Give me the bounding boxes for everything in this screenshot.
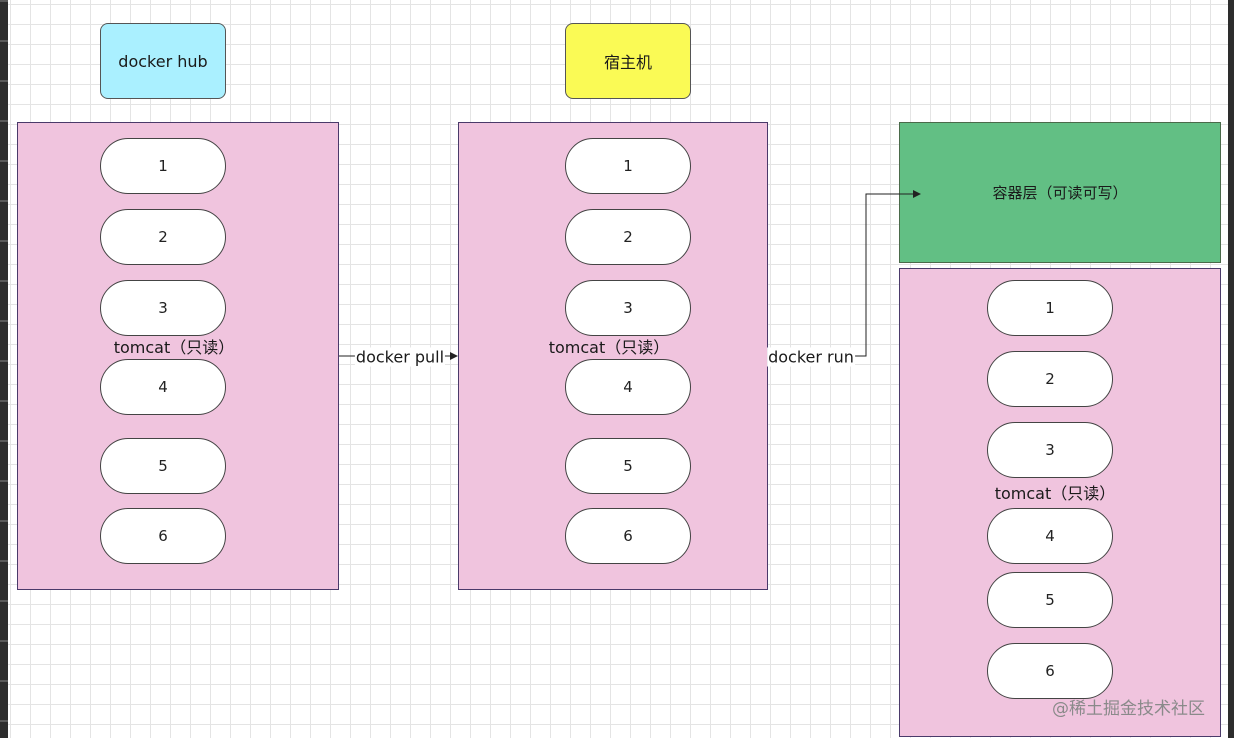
image-layer[interactable]: 1 — [100, 138, 226, 194]
image-name-label: tomcat（只读） — [994, 484, 1116, 503]
image-layer[interactable]: 2 — [565, 209, 691, 265]
layer-label: 6 — [623, 527, 633, 545]
container-image-panel[interactable]: 1 2 3 4 5 6 tomcat（只读） — [899, 268, 1221, 737]
hub-image-panel[interactable]: 1 2 3 4 5 6 tomcat（只读） — [17, 122, 339, 590]
layer-label: 3 — [623, 299, 633, 317]
docker-run-label: docker run — [767, 347, 855, 367]
image-layer[interactable]: 1 — [565, 138, 691, 194]
pull-arrow-head — [450, 352, 458, 360]
image-layer[interactable]: 2 — [100, 209, 226, 265]
layer-label: 3 — [158, 299, 168, 317]
layer-label: 6 — [1045, 662, 1055, 680]
image-layer[interactable]: 1 — [987, 280, 1113, 336]
image-name-label: tomcat（只读） — [113, 338, 235, 357]
layer-label: 4 — [1045, 527, 1055, 545]
container-layer-label: 容器层（可读可写） — [992, 184, 1128, 202]
image-layer[interactable]: 4 — [100, 359, 226, 415]
layer-label: 6 — [158, 527, 168, 545]
layer-label: 2 — [623, 228, 633, 246]
left-ruler — [0, 0, 8, 738]
docker-hub-label: docker hub — [118, 51, 208, 71]
layer-label: 4 — [158, 378, 168, 396]
image-layer[interactable]: 5 — [100, 438, 226, 494]
image-layer[interactable]: 3 — [565, 280, 691, 336]
layer-label: 2 — [1045, 370, 1055, 388]
layer-label: 5 — [158, 457, 168, 475]
layer-label: 1 — [158, 157, 168, 175]
host-label: 宿主机 — [603, 53, 652, 72]
layer-label: 5 — [1045, 591, 1055, 609]
image-layer[interactable]: 4 — [987, 508, 1113, 564]
run-arrow-head — [913, 190, 921, 198]
watermark: @稀土掘金技术社区 — [1052, 699, 1205, 719]
image-layer[interactable]: 3 — [987, 422, 1113, 478]
layer-label: 4 — [623, 378, 633, 396]
container-layer-box[interactable]: 容器层（可读可写） — [899, 122, 1221, 263]
layer-label: 1 — [1045, 299, 1055, 317]
image-layer[interactable]: 4 — [565, 359, 691, 415]
image-layer[interactable]: 6 — [987, 643, 1113, 699]
image-layer[interactable]: 5 — [565, 438, 691, 494]
layer-label: 2 — [158, 228, 168, 246]
layer-label: 3 — [1045, 441, 1055, 459]
right-ruler — [1228, 0, 1234, 738]
docker-pull-label: docker pull — [354, 347, 446, 367]
image-layer[interactable]: 6 — [565, 508, 691, 564]
image-layer[interactable]: 2 — [987, 351, 1113, 407]
layer-label: 1 — [623, 157, 633, 175]
docker-hub-box[interactable]: docker hub — [100, 23, 226, 99]
image-layer[interactable]: 3 — [100, 280, 226, 336]
layer-label: 5 — [623, 457, 633, 475]
image-name-label: tomcat（只读） — [548, 338, 670, 357]
image-layer[interactable]: 5 — [987, 572, 1113, 628]
host-box[interactable]: 宿主机 — [565, 23, 691, 99]
run-arrow-line — [768, 193, 913, 357]
image-layer[interactable]: 6 — [100, 508, 226, 564]
